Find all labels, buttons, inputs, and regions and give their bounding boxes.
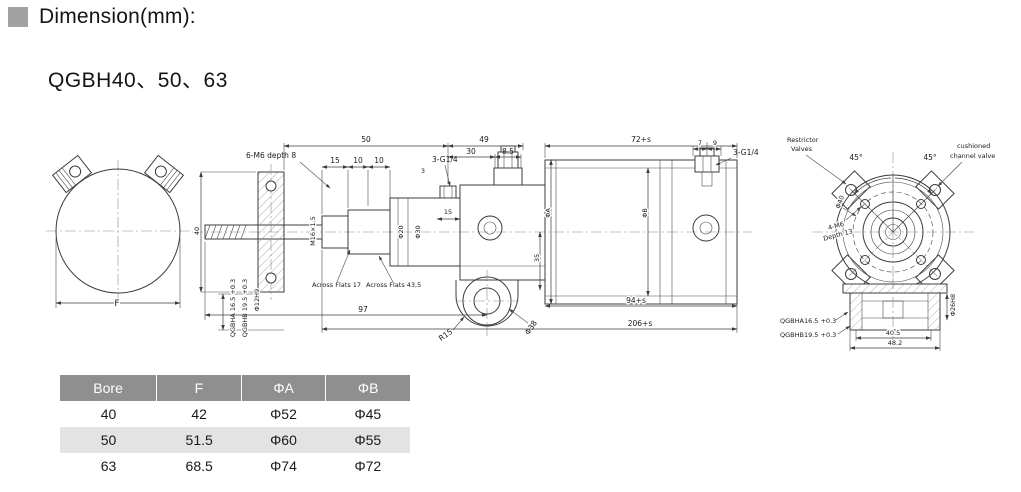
dim-40-label: 40 — [193, 227, 201, 235]
dim-206s-label: 206+s — [628, 319, 653, 328]
dim-50-label: 50 — [361, 135, 371, 144]
dim-40-5-label: 40.5 — [886, 329, 900, 337]
dim-10a-label: 10 — [353, 156, 363, 165]
dia-b-label: ΦB — [641, 208, 649, 218]
dim-15-label: 15 — [330, 156, 340, 165]
table-cell: Φ55 — [354, 432, 382, 448]
g14-mid-label: 3-G1/4 — [432, 155, 458, 164]
restrictor-valves-label-2: Valves — [791, 145, 813, 153]
dim-f-label: F — [114, 299, 119, 309]
table-cell: Φ72 — [354, 458, 382, 474]
section-header: Dimension(mm): — [8, 5, 196, 29]
table-cell: 50 — [100, 432, 117, 448]
table-cell: Φ74 — [270, 458, 297, 474]
cushioned-valve-label-2: channel valve — [950, 152, 995, 160]
table-cell: Φ52 — [270, 406, 297, 422]
restrictor-valves-label-1: Restrictor — [787, 136, 819, 144]
dim-30-label: 30 — [466, 147, 476, 156]
qgbhb-section-label: QGBHB19.5 +0.3 — [780, 331, 836, 339]
front-view: F — [46, 154, 190, 310]
table-cell: Φ60 — [270, 432, 297, 448]
clevis-bracket — [455, 280, 519, 327]
thread-label: M16×1.5 — [309, 216, 317, 246]
model-title: QGBH40、50、63 — [48, 69, 228, 92]
table-header-dia-b: ΦB — [357, 380, 379, 396]
qgbha-groove-label: QGBHA 16.5 +0.3 — [229, 279, 237, 337]
dim-9-label: 9 — [713, 139, 717, 147]
dia-20-label: Φ20 — [397, 225, 405, 238]
angle-left-label: 45° — [849, 153, 863, 162]
bottom-section — [849, 292, 941, 331]
cushioned-valve-label-1: cushioned — [957, 142, 990, 150]
page-title: Dimension(mm): — [39, 5, 196, 28]
side-view: 40 6-M6 depth 8 M16×1.5 15 10 10 — [192, 134, 759, 344]
table-cell: 40 — [100, 406, 117, 422]
dim-10b-label: 10 — [374, 156, 384, 165]
fitting-right — [694, 155, 720, 173]
angle-right-label: 45° — [923, 153, 937, 162]
section-bullet-icon — [8, 7, 28, 27]
dia-40-label: Φ40 — [834, 194, 846, 209]
rear-view: 45° 45° Restrictor Valves cushioned chan… — [780, 136, 995, 351]
dim-94s-label: 94+s — [626, 296, 646, 305]
dim-97-label: 97 — [358, 305, 368, 314]
table-row: 50 51.5 Φ60 Φ55 — [60, 427, 410, 453]
table-header-dia-a: ΦA — [242, 375, 327, 401]
dia-12-label: Φ12H9 — [253, 289, 261, 311]
cylinder-body-outline — [55, 168, 181, 294]
table-cell: 42 — [191, 406, 207, 422]
dia-26-label: Φ26H8 — [949, 294, 957, 316]
dim-49-label: 49 — [479, 135, 489, 144]
mounting-lug-left — [51, 154, 93, 194]
flats-43-label: Across Flats 43,5 — [366, 281, 421, 289]
dia-a-label: ΦA — [544, 208, 552, 218]
table-cell: 51.5 — [185, 432, 213, 448]
dia-30-label: Φ30 — [414, 225, 422, 238]
rear-cylinder — [544, 159, 738, 305]
dim-15-inner-label: 15 — [444, 208, 452, 216]
table-header-row: Bore F ΦA ΦB — [60, 375, 410, 401]
dim-72s-label: 72+s — [631, 135, 651, 144]
table-header-bore: Bore — [60, 375, 158, 401]
dim-48-2-label: 48.2 — [888, 339, 902, 347]
table-header-f: F — [157, 375, 242, 401]
dim-35-label: 35 — [533, 254, 541, 262]
qgbha-section-label: QGBHA16.5 +0.3 — [780, 317, 836, 325]
qgbhb-groove-label: QGBHB 19.5 +0.3 — [241, 279, 249, 337]
flats-17-label: Across Flats 17 — [312, 281, 361, 289]
port-mid — [439, 185, 457, 199]
dim-7-label: 7 — [698, 139, 702, 147]
mounting-lug-right — [143, 154, 185, 194]
table-cell: 68.5 — [185, 458, 213, 474]
table-cell: Φ45 — [354, 406, 382, 422]
table-row: 63 68.5 Φ74 Φ72 — [60, 453, 410, 479]
dimension-table: Bore F ΦA ΦB 40 42 Φ52 Φ45 50 51.5 Φ60 Φ… — [60, 375, 410, 479]
table-cell: 63 — [100, 458, 117, 474]
m6-callout-label: 6-M6 depth 8 — [246, 151, 296, 160]
dim-3-label: 3 — [421, 167, 425, 175]
table-row: 40 42 Φ52 Φ45 — [60, 401, 410, 427]
g14-right-label: 3-G1/4 — [733, 148, 759, 157]
